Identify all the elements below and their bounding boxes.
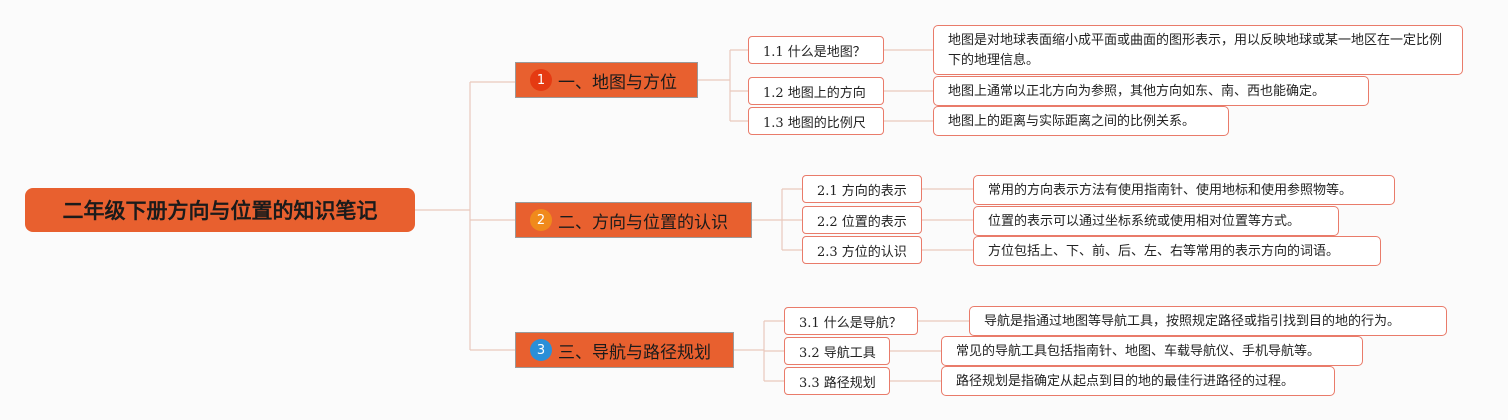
branch-label: 一、地图与方位 bbox=[558, 72, 677, 93]
marker-3-icon: 3 bbox=[530, 339, 552, 361]
desc-text: 常见的导航工具包括指南针、地图、车载导航仪、手机导航等。 bbox=[956, 344, 1321, 359]
desc-3-3[interactable]: 路径规划是指确定从起点到目的地的最佳行进路径的过程。 bbox=[941, 366, 1335, 396]
topic-2-1[interactable]: 2.1 方向的表示 bbox=[802, 175, 922, 203]
desc-text: 地图是对地球表面缩小成平面或曲面的图形表示，用以反映地球或某一地区在一定比例下的… bbox=[948, 33, 1443, 68]
desc-2-3[interactable]: 方位包括上、下、前、后、左、右等常用的表示方向的词语。 bbox=[973, 236, 1381, 266]
desc-text: 常用的方向表示方法有使用指南针、使用地标和使用参照物等。 bbox=[988, 183, 1353, 198]
desc-text: 地图上的距离与实际距离之间的比例关系。 bbox=[948, 114, 1196, 129]
branch-label: 二、方向与位置的认识 bbox=[558, 212, 728, 233]
desc-text: 方位包括上、下、前、后、左、右等常用的表示方向的词语。 bbox=[988, 244, 1340, 259]
topic-2-2[interactable]: 2.2 位置的表示 bbox=[802, 206, 922, 234]
topic-3-3[interactable]: 3.3 路径规划 bbox=[784, 367, 890, 395]
desc-text: 地图上通常以正北方向为参照，其他方向如东、南、西也能确定。 bbox=[948, 84, 1326, 99]
topic-label: 1.3 地图的比例尺 bbox=[763, 115, 866, 131]
desc-1-2[interactable]: 地图上通常以正北方向为参照，其他方向如东、南、西也能确定。 bbox=[933, 76, 1369, 106]
topic-1-2[interactable]: 1.2 地图上的方向 bbox=[748, 77, 884, 105]
branch-map-and-direction[interactable]: 1 一、地图与方位 bbox=[515, 62, 698, 98]
topic-label: 2.1 方向的表示 bbox=[817, 183, 907, 199]
desc-3-2[interactable]: 常见的导航工具包括指南针、地图、车载导航仪、手机导航等。 bbox=[941, 336, 1363, 366]
topic-2-3[interactable]: 2.3 方位的认识 bbox=[802, 236, 922, 264]
topic-label: 1.2 地图上的方向 bbox=[763, 85, 866, 101]
topic-label: 3.2 导航工具 bbox=[799, 345, 876, 361]
topic-1-1[interactable]: 1.1 什么是地图？ bbox=[748, 36, 884, 64]
marker-2-icon: 2 bbox=[530, 209, 552, 231]
marker-1-icon: 1 bbox=[530, 69, 552, 91]
branch-direction-and-position[interactable]: 2 二、方向与位置的认识 bbox=[515, 202, 752, 238]
desc-1-1[interactable]: 地图是对地球表面缩小成平面或曲面的图形表示，用以反映地球或某一地区在一定比例下的… bbox=[933, 25, 1463, 75]
desc-text: 位置的表示可以通过坐标系统或使用相对位置等方式。 bbox=[988, 214, 1301, 229]
topic-3-2[interactable]: 3.2 导航工具 bbox=[784, 337, 890, 365]
desc-2-1[interactable]: 常用的方向表示方法有使用指南针、使用地标和使用参照物等。 bbox=[973, 175, 1395, 205]
topic-label: 2.3 方位的认识 bbox=[817, 244, 907, 260]
topic-3-1[interactable]: 3.1 什么是导航？ bbox=[784, 307, 918, 335]
desc-text: 导航是指通过地图等导航工具，按照规定路径或指引找到目的地的行为。 bbox=[984, 314, 1401, 329]
branch-label: 三、导航与路径规划 bbox=[558, 342, 711, 363]
topic-label: 3.1 什么是导航？ bbox=[799, 315, 902, 331]
topic-label: 3.3 路径规划 bbox=[799, 375, 876, 391]
topic-label: 1.1 什么是地图？ bbox=[763, 44, 866, 60]
desc-text: 路径规划是指确定从起点到目的地的最佳行进路径的过程。 bbox=[956, 374, 1295, 389]
desc-2-2[interactable]: 位置的表示可以通过坐标系统或使用相对位置等方式。 bbox=[973, 206, 1339, 236]
desc-3-1[interactable]: 导航是指通过地图等导航工具，按照规定路径或指引找到目的地的行为。 bbox=[969, 306, 1447, 336]
topic-1-3[interactable]: 1.3 地图的比例尺 bbox=[748, 107, 884, 135]
root-title: 二年级下册方向与位置的知识笔记 bbox=[62, 199, 378, 223]
topic-label: 2.2 位置的表示 bbox=[817, 214, 907, 230]
root-topic[interactable]: 二年级下册方向与位置的知识笔记 bbox=[25, 188, 415, 232]
branch-navigation-and-route-planning[interactable]: 3 三、导航与路径规划 bbox=[515, 332, 734, 368]
desc-1-3[interactable]: 地图上的距离与实际距离之间的比例关系。 bbox=[933, 106, 1229, 136]
